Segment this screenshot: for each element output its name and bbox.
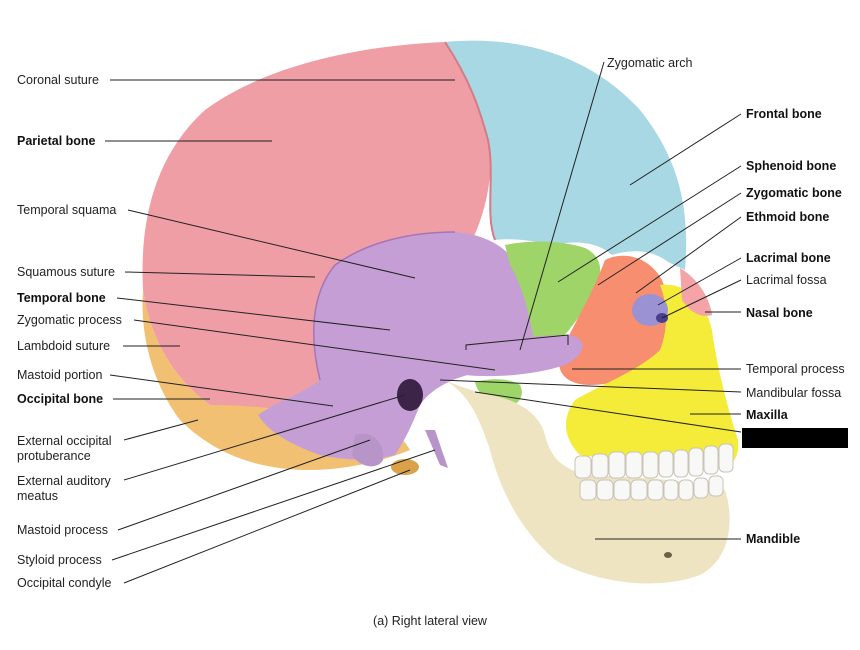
label-parietal-bone: Parietal bone xyxy=(17,134,96,148)
label-styloid-process: Styloid process xyxy=(17,553,102,567)
label-occipital-condyle: Occipital condyle xyxy=(17,576,112,590)
zygomatic-arch-region xyxy=(465,335,583,377)
label-ethmoid-bone: Ethmoid bone xyxy=(746,210,830,224)
label-zygomatic-bone: Zygomatic bone xyxy=(746,186,842,200)
styloid-process-region xyxy=(425,430,448,468)
mental-foramen xyxy=(664,552,672,558)
nasal-bone-region xyxy=(680,268,712,316)
sphenoid-bone-region xyxy=(505,241,601,345)
zygomatic-bone-region xyxy=(559,255,668,385)
mastoid-process-region xyxy=(352,433,384,467)
label-external-occipital-protuberance: External occipital protuberance xyxy=(17,434,112,463)
frontal-bone-region xyxy=(445,40,687,271)
label-lambdoid-suture: Lambdoid suture xyxy=(17,339,111,353)
label-temporal-process: Temporal process xyxy=(746,362,845,376)
redacted-label-box xyxy=(742,428,848,448)
label-lacrimal-fossa: Lacrimal fossa xyxy=(746,273,827,287)
label-lacrimal-bone: Lacrimal bone xyxy=(746,251,831,265)
label-mastoid-portion: Mastoid portion xyxy=(17,368,103,382)
label-temporal-squama: Temporal squama xyxy=(17,203,117,217)
squamous-suture-line xyxy=(313,231,456,381)
label-maxilla: Maxilla xyxy=(746,408,788,422)
label-temporal-bone: Temporal bone xyxy=(17,291,106,305)
temporal-bone-region xyxy=(258,232,535,460)
label-coronal-suture: Coronal suture xyxy=(17,73,99,87)
leader-lines xyxy=(105,61,742,584)
label-squamous-suture: Squamous suture xyxy=(17,265,115,279)
teeth xyxy=(574,443,734,501)
label-zygomatic-process: Zygomatic process xyxy=(17,313,122,327)
maxilla-region xyxy=(565,284,739,470)
label-mandible: Mandible xyxy=(746,532,801,546)
label-occipital-bone: Occipital bone xyxy=(17,392,104,406)
label-nasal-bone: Nasal bone xyxy=(746,306,813,320)
coronal-suture-line xyxy=(444,41,496,241)
label-mandibular-fossa: Mandibular fossa xyxy=(746,386,842,400)
parietal-bone-region xyxy=(142,42,491,412)
label-zygomatic-arch: Zygomatic arch xyxy=(607,56,693,70)
label-sphenoid-bone: Sphenoid bone xyxy=(746,159,837,173)
label-frontal-bone: Frontal bone xyxy=(746,107,822,121)
occipital-condyle-region xyxy=(391,459,419,475)
label-external-auditory-meatus: External auditory meatus xyxy=(17,474,111,503)
figure-caption: (a) Right lateral view xyxy=(373,614,487,628)
label-mastoid-process: Mastoid process xyxy=(17,523,109,537)
external-auditory-meatus-hole xyxy=(397,379,423,411)
